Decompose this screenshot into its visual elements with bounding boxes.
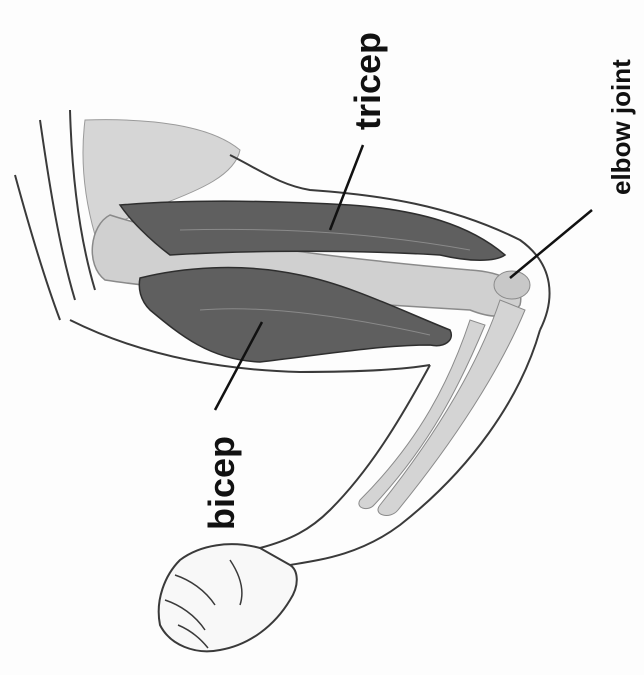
- elbow-joint-label: elbow joint: [606, 59, 636, 195]
- bicep-label: bicep: [201, 436, 242, 530]
- tricep-muscle: [120, 201, 505, 260]
- elbow-joint-leader-line: [510, 210, 592, 278]
- tricep-label: tricep: [347, 32, 388, 130]
- fist: [159, 544, 297, 651]
